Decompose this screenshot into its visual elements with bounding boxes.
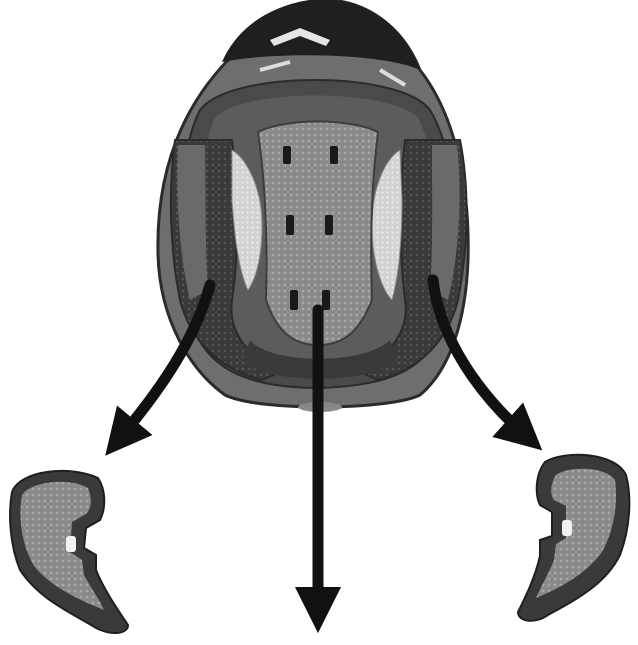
- right-cheek-pad-removed: [518, 455, 629, 621]
- left-cheek-pad-removed: [10, 471, 128, 633]
